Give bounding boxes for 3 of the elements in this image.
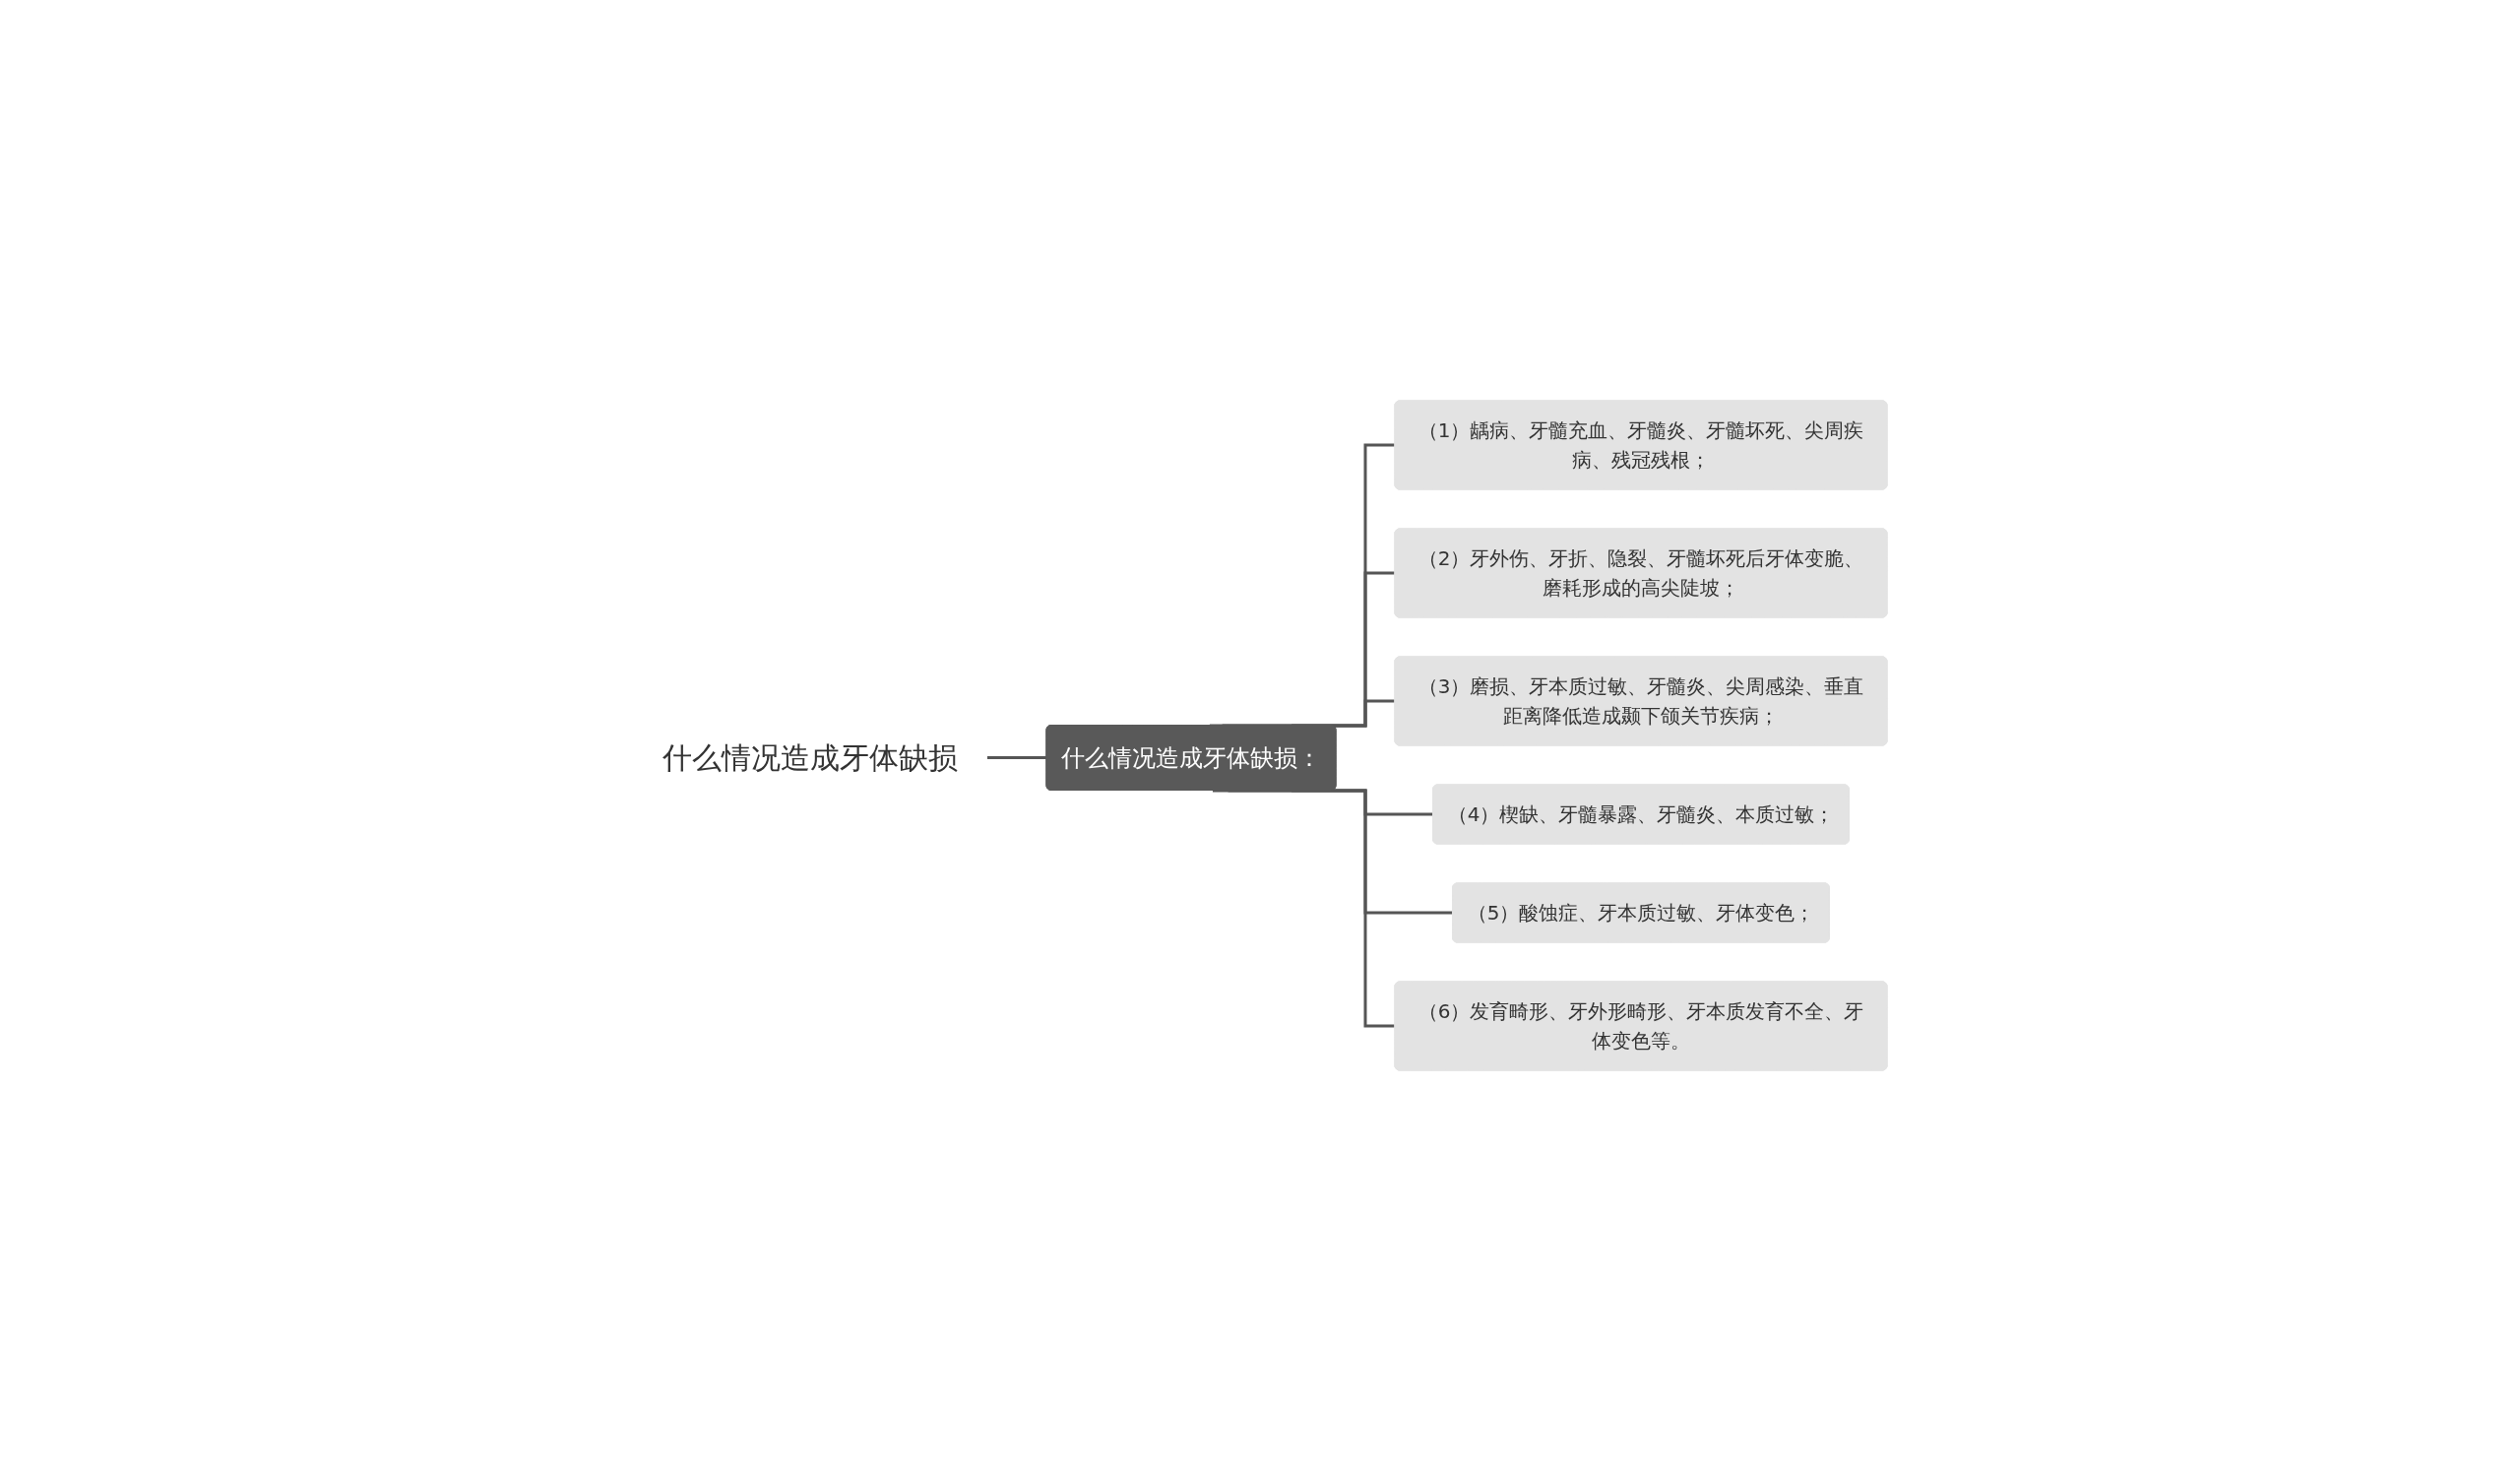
node-text: 什么情况造成牙体缺损	[662, 740, 958, 775]
connector	[987, 756, 1048, 760]
connector	[1212, 789, 1397, 1028]
